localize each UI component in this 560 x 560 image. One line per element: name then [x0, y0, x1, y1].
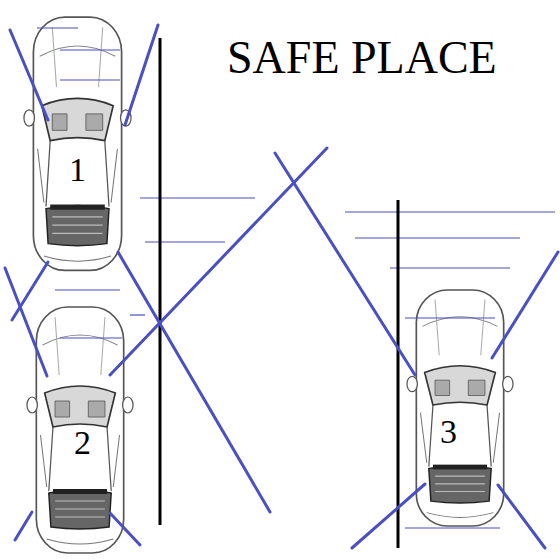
title: SAFE PLACE — [227, 35, 497, 81]
callout-number: 3 — [438, 415, 459, 449]
callout-number: 2 — [72, 426, 93, 460]
callout-number: 1 — [67, 153, 88, 187]
